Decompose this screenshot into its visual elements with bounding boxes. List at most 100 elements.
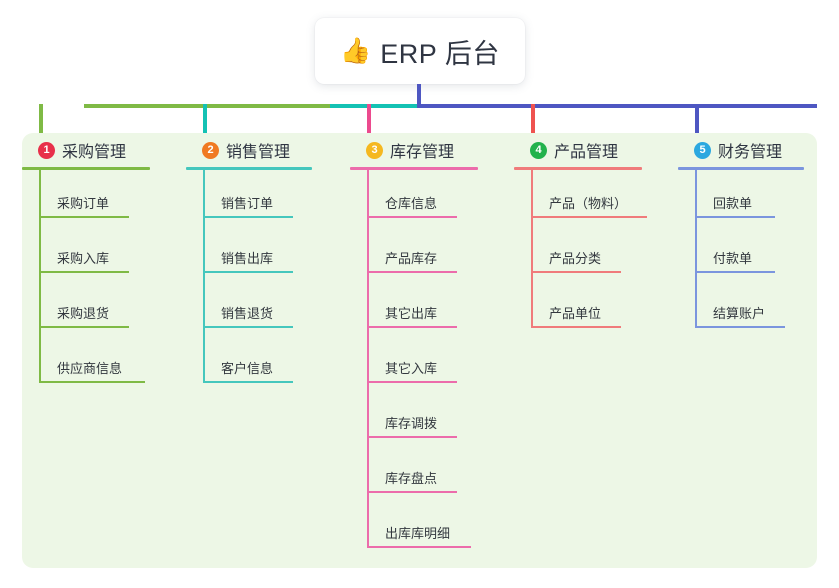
leaf-label: 其它入库 (385, 361, 438, 376)
leaf-rule (203, 271, 293, 273)
branch-spine (695, 170, 697, 328)
drop-connector-1 (39, 104, 43, 136)
leaf-label: 采购退货 (57, 306, 110, 321)
drop-connector-5 (695, 104, 699, 136)
leaf-label: 销售退货 (221, 306, 274, 321)
root-title: ERP 后台 (380, 38, 500, 69)
branch-leaf-item[interactable]: 采购订单 (22, 170, 172, 225)
branch-leaf-item[interactable]: 采购退货 (22, 280, 172, 335)
leaf-label: 出库库明细 (385, 526, 451, 541)
leaf-rule (695, 326, 785, 328)
leaf-label: 回款单 (713, 196, 753, 211)
leaf-label: 产品（物料） (549, 196, 628, 211)
branch-leaf-item[interactable]: 产品分类 (514, 225, 664, 280)
branch-column-4: 4 产品管理产品（物料） 产品分类产品单位 (514, 133, 664, 335)
branch-number-badge: 1 (38, 141, 55, 159)
branch-leaf-item[interactable]: 库存调拨 (350, 390, 500, 445)
leaf-rule (367, 381, 457, 383)
branch-leaf-item[interactable]: 仓库信息 (350, 170, 500, 225)
leaf-rule (367, 271, 457, 273)
branch-header-rule (678, 167, 804, 170)
branch-leaf-item[interactable]: 供应商信息 (22, 335, 172, 390)
bus-segment-blue (417, 104, 817, 108)
branch-number-badge: 4 (530, 141, 547, 159)
branch-header-3[interactable]: 3 库存管理 (350, 133, 500, 167)
branch-number-badge: 2 (202, 141, 219, 159)
leaf-rule (695, 216, 775, 218)
leaf-label: 客户信息 (221, 361, 274, 376)
branch-leaf-item[interactable]: 销售出库 (186, 225, 334, 280)
branch-header-4[interactable]: 4 产品管理 (514, 133, 664, 167)
branch-body-2: 销售订单销售出库销售退货客户信息 (186, 170, 334, 390)
branch-body-3: 仓库信息产品库存其它出库其它入库库存调拨库存盘点出库库明细 (350, 170, 500, 555)
branch-leaf-item[interactable]: 其它入库 (350, 335, 500, 390)
branch-column-2: 2 销售管理销售订单销售出库销售退货客户信息 (186, 133, 334, 390)
branch-number-badge: 3 (366, 141, 383, 159)
leaf-rule (531, 216, 647, 218)
bus-segment-teal (330, 104, 422, 108)
branch-header-rule (350, 167, 478, 170)
leaf-rule (367, 436, 457, 438)
leaf-label: 采购入库 (57, 251, 110, 266)
root-stem-connector (417, 84, 421, 106)
leaf-label: 产品单位 (549, 306, 602, 321)
leaf-rule (39, 216, 129, 218)
leaf-label: 仓库信息 (385, 196, 438, 211)
branch-number-badge: 5 (694, 141, 711, 159)
drop-connector-3 (367, 104, 371, 136)
branch-leaf-item[interactable]: 结算账户 (678, 280, 817, 335)
branch-leaf-item[interactable]: 销售订单 (186, 170, 334, 225)
branch-title: 财务管理 (718, 144, 783, 161)
branch-leaf-item[interactable]: 客户信息 (186, 335, 334, 390)
leaf-rule (531, 271, 621, 273)
leaf-rule (531, 326, 621, 328)
leaf-rule (39, 326, 129, 328)
bus-segment-green (84, 104, 334, 108)
leaf-rule (367, 491, 457, 493)
leaf-rule (203, 381, 293, 383)
leaf-rule (39, 271, 129, 273)
branch-leaf-item[interactable]: 库存盘点 (350, 445, 500, 500)
leaf-rule (695, 271, 775, 273)
leaf-label: 采购订单 (57, 196, 110, 211)
branch-leaf-item[interactable]: 产品（物料） (514, 170, 664, 225)
leaf-rule (203, 216, 293, 218)
branch-leaf-item[interactable]: 出库库明细 (350, 500, 500, 555)
branch-column-3: 3 库存管理仓库信息产品库存其它出库其它入库库存调拨库存盘点出库库明细 (350, 133, 500, 555)
branch-leaf-item[interactable]: 销售退货 (186, 280, 334, 335)
leaf-rule (367, 326, 457, 328)
leaf-label: 结算账户 (713, 306, 766, 321)
leaf-label: 其它出库 (385, 306, 438, 321)
branch-title: 库存管理 (390, 144, 455, 161)
branch-title: 产品管理 (554, 144, 619, 161)
drop-connector-2 (203, 104, 207, 136)
branch-leaf-item[interactable]: 产品库存 (350, 225, 500, 280)
leaf-label: 销售出库 (221, 251, 274, 266)
branch-header-rule (186, 167, 312, 170)
branch-leaf-item[interactable]: 付款单 (678, 225, 817, 280)
branch-spine (531, 170, 533, 328)
branch-spine (39, 170, 41, 383)
branch-leaf-item[interactable]: 采购入库 (22, 225, 172, 280)
leaf-rule (203, 326, 293, 328)
branch-body-1: 采购订单采购入库采购退货供应商信息 (22, 170, 172, 390)
leaf-label: 产品分类 (549, 251, 602, 266)
branch-leaf-item[interactable]: 回款单 (678, 170, 817, 225)
branch-leaf-item[interactable]: 其它出库 (350, 280, 500, 335)
root-node[interactable]: 👍 ERP 后台 (315, 18, 525, 84)
branch-header-2[interactable]: 2 销售管理 (186, 133, 334, 167)
leaf-rule (39, 381, 145, 383)
drop-connector-4 (531, 104, 535, 136)
leaf-rule (367, 216, 457, 218)
branch-spine (367, 170, 369, 548)
leaf-label: 付款单 (713, 251, 753, 266)
branch-title: 销售管理 (226, 144, 291, 161)
leaf-label: 库存盘点 (385, 471, 438, 486)
leaf-label: 销售订单 (221, 196, 274, 211)
branch-header-5[interactable]: 5 财务管理 (678, 133, 817, 167)
branch-leaf-item[interactable]: 产品单位 (514, 280, 664, 335)
leaf-label: 产品库存 (385, 251, 438, 266)
